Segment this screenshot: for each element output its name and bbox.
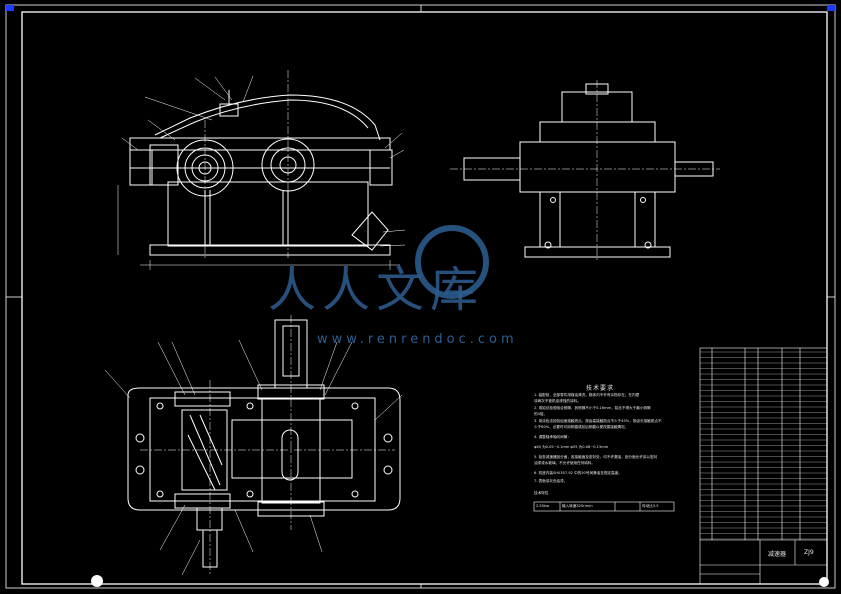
corner-marker-tr xyxy=(827,5,835,11)
note-line: 4. 调整轴承轴向间隙： xyxy=(534,435,571,439)
note-line: 油漆或水玻璃，不允许使用任何填料。 xyxy=(534,461,596,465)
notes-title: 技术要求 xyxy=(586,385,615,392)
parts-list-table xyxy=(699,347,828,585)
corner-blob-br xyxy=(819,577,829,587)
plan-section-view xyxy=(104,315,403,576)
note-line: 7. 表面涂灰色油漆。 xyxy=(534,479,568,483)
title-block-code: ZJ9 xyxy=(804,549,814,556)
corner-marker-tl xyxy=(6,5,14,11)
spec-table xyxy=(533,501,675,512)
note-line: 6. 机座内装SH0357-92 中的50号润滑油至规定高度。 xyxy=(534,471,622,475)
note-line: 少于60%，必要时可用研磨或刮后研磨以便改善接触情况。 xyxy=(534,425,629,429)
side-view xyxy=(450,80,720,262)
watermark-url: www.renrendoc.com xyxy=(317,332,518,347)
note-line: φ40 为0.05~0.1mm φ55 为0.08~0.15mm xyxy=(534,445,609,449)
parts-list-rows xyxy=(700,351,827,540)
front-view xyxy=(117,70,406,270)
spec-ratio: 传动比3.5 xyxy=(642,504,659,508)
note-line: 5. 检查减速器剖分面，各接触面及密封处，均不许漏油，剖分面允许涂以密封 xyxy=(534,455,658,459)
spec-power: 2.55kw xyxy=(536,504,550,508)
corner-blob-bl xyxy=(91,575,103,587)
note-line: 涂两次不被机油浸蚀的涂料。 xyxy=(534,399,581,403)
note-line: 的4倍。 xyxy=(534,412,548,416)
watermark-logo-icon xyxy=(415,225,489,299)
drawing-frame xyxy=(5,4,836,589)
spec-label: 技术特性 xyxy=(534,491,549,495)
note-line: 2. 用铅丝检验啮合侧隙，其侧隙不小于0.16mm，铅丝不得大于最小侧隙 xyxy=(534,406,651,410)
note-line: 1. 装配前，全部零件用煤油清洗，箱体内不许有杂物存在。在内壁 xyxy=(534,393,640,397)
watermark-text: 人人文库 xyxy=(268,262,485,318)
spec-speed: 输入转速320r/min xyxy=(562,504,593,508)
title-block-name: 减速器 xyxy=(768,551,787,558)
note-line: 3. 用涂色法检验齿面接触斑点，按齿高接触斑点不少于45%，按齿长接触斑点不 xyxy=(534,419,662,423)
